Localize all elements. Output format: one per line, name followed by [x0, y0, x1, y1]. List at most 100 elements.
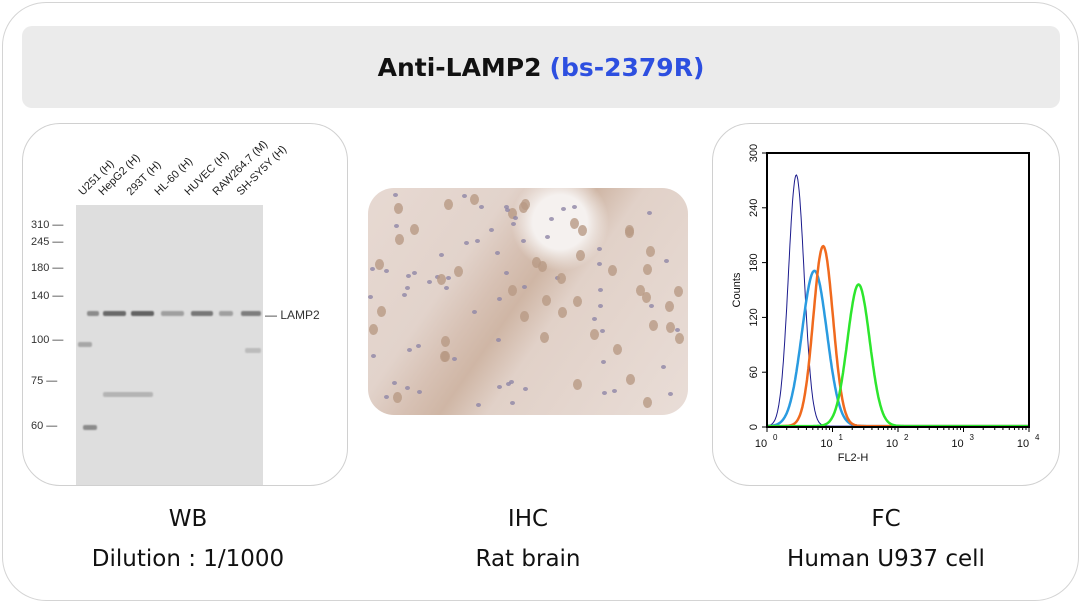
band: [161, 311, 184, 316]
cell-nucleus: [599, 328, 605, 333]
cell-nucleus: [522, 387, 528, 392]
product-title: Anti-LAMP2: [377, 52, 542, 82]
minor-band: [78, 342, 92, 347]
wb-panel: U251 (H)HepG2 (H)293T (H)HL-60 (H)HUVEC …: [22, 123, 348, 486]
cell-nucleus: [592, 317, 598, 322]
y-tick-label: 120: [748, 308, 760, 326]
cell-nucleus: [392, 391, 402, 403]
cell-nucleus: [561, 206, 567, 211]
cell-nucleus: [571, 204, 577, 209]
band: [103, 311, 126, 316]
cell-nucleus: [440, 350, 450, 362]
cell-nucleus: [521, 284, 527, 289]
cell-nucleus: [504, 207, 510, 212]
cell-nucleus: [612, 389, 618, 394]
cell-nucleus: [394, 223, 400, 228]
cell-nucleus: [541, 295, 551, 307]
cell-nucleus: [511, 222, 517, 227]
cell-nucleus: [417, 390, 423, 395]
cell-nucleus: [463, 241, 469, 246]
cell-nucleus: [625, 373, 635, 385]
cell-nucleus: [368, 295, 374, 300]
histogram-secondary: [767, 244, 1029, 428]
blot-membrane: [76, 205, 263, 485]
cell-nucleus: [375, 259, 385, 271]
cell-nucleus: [510, 400, 516, 405]
cell-nucleus: [544, 235, 550, 240]
cell-nucleus: [393, 203, 403, 215]
cell-nucleus: [405, 385, 411, 390]
cell-nucleus: [475, 403, 481, 408]
cell-nucleus: [600, 360, 606, 365]
band: [87, 311, 99, 316]
band: [191, 311, 213, 316]
cell-nucleus: [597, 262, 603, 267]
fc-histogram: 060120180240300100101102103104FL2-HCount…: [731, 144, 1040, 464]
y-tick-label: 0: [748, 424, 760, 430]
cell-nucleus: [495, 250, 501, 255]
y-tick-label: 240: [748, 199, 760, 217]
marker-label: 310: [31, 219, 50, 231]
cell-nucleus: [443, 285, 449, 290]
x-tick-exponent: 1: [839, 433, 844, 442]
cell-nucleus: [479, 204, 485, 209]
cell-nucleus: [601, 391, 607, 396]
mw-marker: 180 —: [31, 262, 64, 274]
mw-marker: 100 —: [31, 334, 64, 346]
x-tick-label: 10: [1017, 438, 1029, 450]
cell-nucleus: [504, 270, 510, 275]
cell-nucleus: [549, 217, 555, 221]
cell-nucleus: [393, 192, 399, 197]
cell-nucleus: [661, 364, 667, 369]
cell-nucleus: [645, 246, 655, 258]
mw-marker: 310 —: [31, 219, 64, 231]
cell-nucleus: [664, 259, 670, 264]
cell-nucleus: [445, 276, 451, 281]
mw-marker: 75 —: [31, 375, 58, 387]
cell-nucleus: [642, 291, 652, 303]
x-axis-label: FL2-H: [838, 452, 869, 464]
cell-nucleus: [537, 260, 547, 272]
cell-nucleus: [369, 324, 379, 336]
y-axis-label: Counts: [731, 272, 743, 307]
lamp2-marker: — LAMP2: [265, 308, 320, 322]
ihc-detail: Rat brain: [475, 546, 581, 572]
cell-nucleus: [675, 332, 685, 344]
cell-nucleus: [558, 306, 568, 318]
wb-caption: WB: [168, 506, 208, 532]
cell-nucleus: [497, 384, 503, 389]
cell-nucleus: [370, 354, 376, 359]
cell-nucleus: [635, 285, 645, 297]
cell-nucleus: [496, 297, 502, 302]
cell-nucleus: [451, 356, 457, 361]
fc-caption: FC: [871, 506, 901, 532]
cell-nucleus: [572, 296, 582, 308]
cell-nucleus: [597, 288, 603, 293]
cell-nucleus: [520, 311, 530, 323]
y-tick-label: 180: [748, 253, 760, 271]
minor-band: [83, 425, 97, 430]
wb-detail: Dilution : 1/1000: [91, 546, 285, 572]
band: [219, 311, 233, 316]
marker-label: 60: [31, 420, 44, 432]
cell-nucleus: [570, 217, 580, 229]
cell-nucleus: [383, 394, 389, 399]
cell-nucleus: [673, 286, 683, 298]
marker-label: 100: [31, 334, 50, 346]
mw-marker: 60 —: [31, 420, 58, 432]
cell-nucleus: [674, 327, 680, 332]
cell-nucleus: [376, 306, 386, 318]
marker-label: 75: [31, 375, 44, 387]
cell-nucleus: [666, 322, 676, 334]
cell-nucleus: [612, 343, 622, 355]
cell-nucleus: [513, 215, 519, 220]
mw-marker: 245 —: [31, 236, 64, 248]
cell-nucleus: [557, 272, 567, 284]
cell-nucleus: [643, 263, 653, 275]
cell-nucleus: [470, 194, 480, 206]
cell-nucleus: [625, 227, 635, 239]
cell-nucleus: [519, 202, 529, 214]
ihc-image: [368, 188, 688, 415]
cell-nucleus: [392, 381, 398, 386]
cell-nucleus: [507, 284, 517, 296]
